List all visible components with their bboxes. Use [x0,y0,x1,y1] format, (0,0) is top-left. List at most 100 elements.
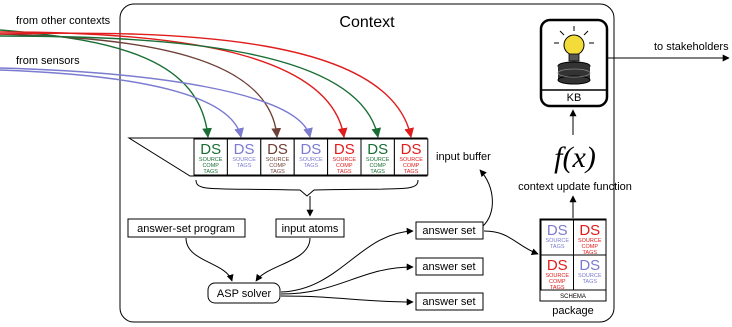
buffer-sub-label: TAGS [404,169,419,175]
buffer-sub-label: TAGS [304,163,319,169]
answer-set-label-3: answer set [422,296,475,308]
buffer-ds-label: DS [367,141,388,158]
schema-label: SCHEMA [560,294,586,300]
asp-solver-box [207,282,281,304]
input-atoms-label: input atoms [282,223,339,235]
package-sub-label: SOURCE [578,273,602,279]
answer-set-box-3 [415,292,484,311]
package-sub-label: SOURCE [578,238,602,244]
arrow-solver-to-answer-set-3 [280,295,414,306]
buffer-sub-label: TAGS [270,169,285,175]
buffer-sub-label: SOURCE [299,157,323,163]
buffer-sub-label: SOURCE [399,157,423,163]
buffer-ds-label: DS [267,141,288,158]
fx-label: f(x) [554,141,596,174]
answer-set-box-2 [415,257,484,276]
bulb-base [568,53,580,62]
package-sub-label: TAGS [582,250,597,256]
buffer-sub-label: SOURCE [366,157,390,163]
package-ds-label: DS [547,257,568,274]
arrow-answer-set-to-package [483,230,539,255]
arrow-brown [0,33,282,138]
from-sensors-label: from sensors [16,55,80,67]
kb-label: KB [567,92,582,104]
buffer-sub-label: SOURCE [232,157,256,163]
package-ds-label: DS [547,222,568,239]
arrow-blue-2 [0,67,313,138]
package-sub-label: TAGS [550,285,565,291]
buffer-sub-label: TAGS [203,169,218,175]
buffer-sub-label: COMP [269,163,286,169]
answer-set-label-1: answer set [422,225,475,237]
buffer-cell-border [193,138,228,176]
buffer-sub-label: COMP [202,163,219,169]
arrow-to-input-buffer [479,169,493,227]
context-title: Context [339,14,395,31]
arrow-solver-to-answer-set-2 [280,263,414,295]
answer-set-label-2: answer set [422,261,475,273]
buffer-cell-border [293,138,329,176]
arrow-green-2 [0,35,382,138]
buffer-ds-label: DS [200,141,221,158]
arrow-red-1 [0,31,348,138]
buffer-cell-border [260,138,295,176]
buffer-sub-label: COMP [403,163,420,169]
input-buffer-label: input buffer [436,151,491,163]
answer-set-box-1 [415,221,484,240]
package-sub-label: SOURCE [545,238,569,244]
package-cell-border [573,254,607,291]
buffer-sub-label: TAGS [337,169,352,175]
input-arrows [0,29,414,138]
arrow-blue-1 [0,69,244,138]
buffer-sub-label: SOURCE [199,157,223,163]
package-sub-label: TAGS [550,244,565,250]
buffer-sub-label: TAGS [370,169,385,175]
database-ring [557,68,591,78]
buffer-sub-label: COMP [336,163,353,169]
buffer-sub-label: TAGS [237,163,252,169]
buffer-ds-label: DS [401,141,422,158]
buffer-cell-border [226,138,262,176]
buffer-ds-label: DS [300,141,321,158]
package-cell-border [540,219,574,256]
arrow-solver-to-answer-set-1 [280,227,414,293]
context-update-function-label: context update function [518,181,632,193]
package-ds-label: DS [579,222,600,239]
from-other-contexts-label: from other contexts [16,15,111,27]
arrow-atoms-to-solver [255,237,311,282]
bulb-rays [554,26,594,44]
database-bottom [557,75,591,85]
buffer-ds-label: DS [234,141,255,158]
package-sub-label: SOURCE [545,273,569,279]
buffer-cell-border [393,138,429,176]
bulb-glass [563,34,585,56]
package-sub-label: COMP [582,244,599,250]
buffer-brace [195,179,419,197]
buffer-sub-label: SOURCE [266,157,290,163]
package-sub-label: COMP [549,279,566,285]
buffer-cell-border [360,138,395,176]
context-boundary [119,3,615,323]
buffer-sub-label: SOURCE [333,157,357,163]
input-atoms-box [275,218,345,238]
arrow-red-2 [0,32,414,138]
buffer-sub-label: COMP [369,163,386,169]
asp-solver-label: ASP solver [217,288,272,300]
input-buffer-cells: DSSOURCECOMPTAGSDSSOURCETAGSDSSOURCECOMP… [193,138,429,176]
buffer-ds-label: DS [334,141,355,158]
to-stakeholders-label: to stakeholders [654,41,729,53]
arrow-green-1 [0,29,212,138]
lightbulb-database-icon [554,26,594,85]
answer-set-program-label: answer-set program [137,223,235,235]
